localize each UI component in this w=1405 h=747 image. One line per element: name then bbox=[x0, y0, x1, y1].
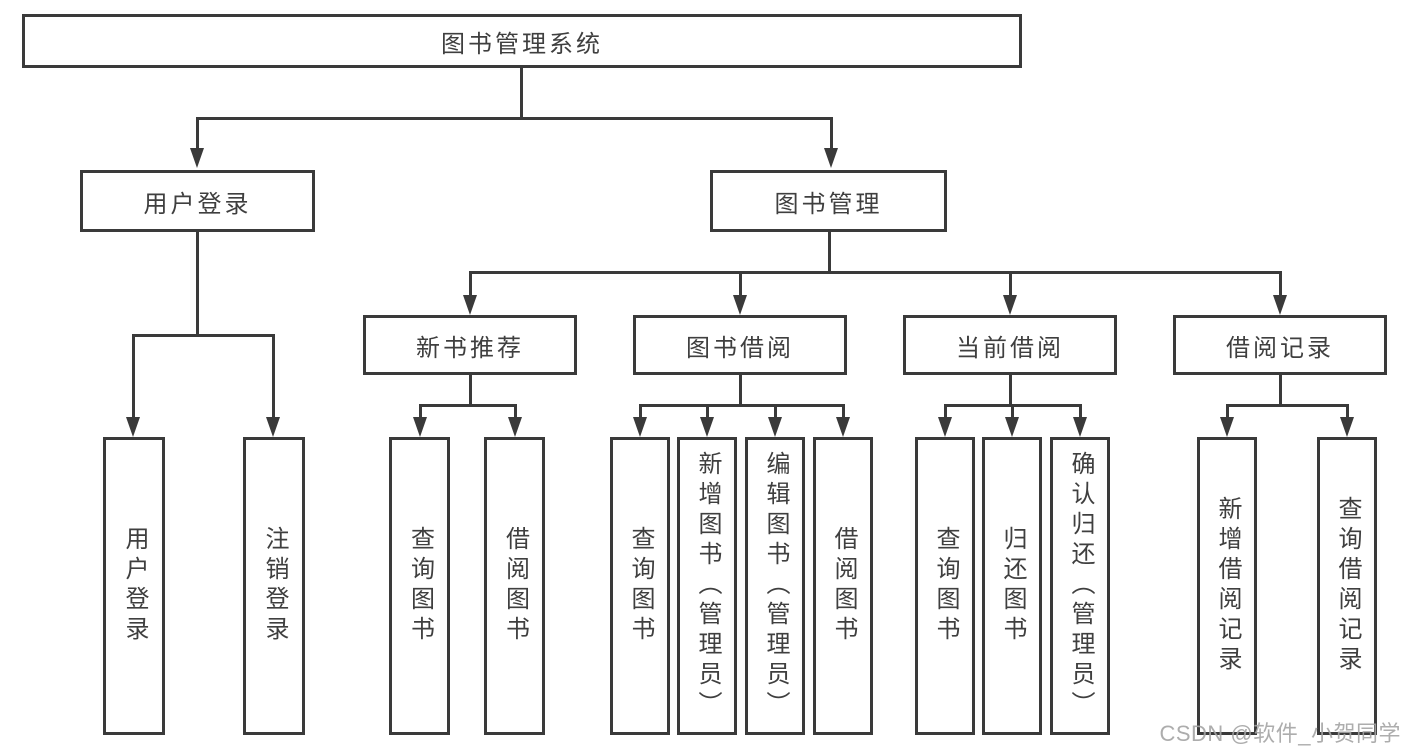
leaf-logout: 注销登录 bbox=[243, 437, 305, 735]
leaf-user-login: 用户登录 bbox=[103, 437, 165, 735]
connector-line bbox=[1011, 404, 1014, 422]
connector-line bbox=[1079, 404, 1082, 422]
connector-line bbox=[639, 404, 844, 407]
connector-line bbox=[196, 117, 832, 120]
leaf-edit-book-admin: 编辑图书（管理员） bbox=[745, 437, 805, 735]
leaf-label: 查询图书 bbox=[932, 526, 959, 646]
arrowhead-icon bbox=[1220, 417, 1234, 437]
connector-line bbox=[419, 404, 517, 407]
leaf-query-books: 查询图书 bbox=[915, 437, 975, 735]
connector-line bbox=[739, 373, 742, 405]
connector-line bbox=[1279, 271, 1282, 298]
connector-line bbox=[1226, 404, 1348, 407]
arrowhead-icon bbox=[824, 148, 838, 168]
leaf-label: 归还图书 bbox=[999, 526, 1026, 646]
leaf-label: 新增图书（管理员） bbox=[694, 451, 721, 721]
node-label: 借阅记录 bbox=[1226, 334, 1334, 362]
node-book-borrowing: 图书借阅 bbox=[633, 315, 847, 375]
connector-line bbox=[639, 404, 642, 422]
leaf-add-borrow-record: 新增借阅记录 bbox=[1197, 437, 1257, 735]
connector-line bbox=[830, 117, 833, 152]
arrowhead-icon bbox=[733, 295, 747, 315]
connector-line bbox=[469, 271, 1282, 274]
leaf-label: 新增借阅记录 bbox=[1214, 496, 1241, 676]
connector-line bbox=[272, 334, 275, 422]
connector-line bbox=[1009, 373, 1012, 405]
node-label: 用户登录 bbox=[143, 190, 252, 218]
connector-line bbox=[1279, 373, 1282, 405]
connector-line bbox=[774, 404, 777, 422]
leaf-label: 借阅图书 bbox=[501, 526, 529, 646]
connector-line bbox=[739, 271, 742, 298]
leaf-borrow-books: 借阅图书 bbox=[484, 437, 545, 735]
connector-line bbox=[520, 66, 523, 118]
leaf-query-borrow-record: 查询借阅记录 bbox=[1317, 437, 1377, 735]
node-new-book-recommend: 新书推荐 bbox=[363, 315, 577, 375]
leaf-label: 查询图书 bbox=[406, 526, 434, 646]
connector-line bbox=[828, 231, 831, 272]
arrowhead-icon bbox=[700, 417, 714, 437]
connector-line bbox=[132, 334, 275, 337]
leaf-label: 查询图书 bbox=[627, 526, 654, 646]
arrowhead-icon bbox=[1003, 295, 1017, 315]
arrowhead-icon bbox=[463, 295, 477, 315]
connector-line bbox=[842, 404, 845, 422]
arrowhead-icon bbox=[190, 148, 204, 168]
leaf-query-books: 查询图书 bbox=[610, 437, 670, 735]
connector-line bbox=[1009, 271, 1012, 298]
leaf-label: 借阅图书 bbox=[830, 526, 857, 646]
arrowhead-icon bbox=[836, 417, 850, 437]
connector-line bbox=[706, 404, 709, 422]
arrowhead-icon bbox=[938, 417, 952, 437]
connector-line bbox=[196, 231, 199, 335]
leaf-label: 注销登录 bbox=[261, 526, 288, 646]
arrowhead-icon bbox=[633, 417, 647, 437]
leaf-label: 用户登录 bbox=[121, 526, 148, 646]
node-label: 当前借阅 bbox=[956, 334, 1064, 362]
node-label: 新书推荐 bbox=[416, 334, 524, 362]
node-label: 图书管理 bbox=[774, 190, 883, 218]
leaf-label: 确认归还（管理员） bbox=[1067, 451, 1094, 721]
connector-line bbox=[1226, 404, 1229, 422]
connector-line bbox=[1346, 404, 1349, 422]
connector-line bbox=[132, 334, 135, 422]
arrowhead-icon bbox=[1340, 417, 1354, 437]
leaf-return-books: 归还图书 bbox=[982, 437, 1042, 735]
connector-line bbox=[196, 117, 199, 152]
node-library-system: 图书管理系统 bbox=[22, 14, 1022, 68]
arrowhead-icon bbox=[413, 417, 427, 437]
node-book-management: 图书管理 bbox=[710, 170, 947, 232]
arrowhead-icon bbox=[768, 417, 782, 437]
connector-line bbox=[419, 404, 422, 422]
connector-line bbox=[469, 373, 472, 405]
arrowhead-icon bbox=[1073, 417, 1087, 437]
node-label: 图书管理系统 bbox=[441, 30, 603, 58]
connector-line bbox=[944, 404, 947, 422]
node-current-borrowing: 当前借阅 bbox=[903, 315, 1117, 375]
arrowhead-icon bbox=[1005, 417, 1019, 437]
node-user-login: 用户登录 bbox=[80, 170, 315, 232]
leaf-confirm-return-admin: 确认归还（管理员） bbox=[1050, 437, 1110, 735]
leaf-label: 查询借阅记录 bbox=[1334, 496, 1361, 676]
arrowhead-icon bbox=[508, 417, 522, 437]
leaf-query-books: 查询图书 bbox=[389, 437, 450, 735]
arrowhead-icon bbox=[126, 417, 140, 437]
connector-line bbox=[514, 404, 517, 422]
watermark: CSDN @软件_小贺同学 bbox=[1159, 721, 1401, 746]
leaf-label: 编辑图书（管理员） bbox=[762, 451, 789, 721]
arrowhead-icon bbox=[266, 417, 280, 437]
node-label: 图书借阅 bbox=[686, 334, 794, 362]
leaf-add-book-admin: 新增图书（管理员） bbox=[677, 437, 737, 735]
arrowhead-icon bbox=[1273, 295, 1287, 315]
leaf-borrow-books: 借阅图书 bbox=[813, 437, 873, 735]
connector-line bbox=[469, 271, 472, 298]
node-borrow-records: 借阅记录 bbox=[1173, 315, 1387, 375]
